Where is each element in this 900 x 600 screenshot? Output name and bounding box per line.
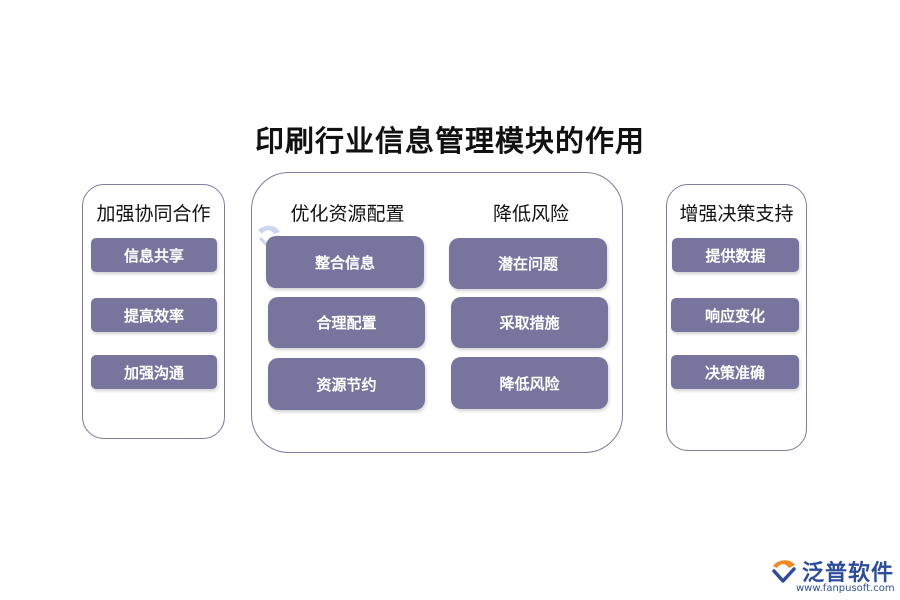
diagram-title: 印刷行业信息管理模块的作用: [254, 124, 645, 158]
item-info-sharing: 信息共享: [91, 238, 217, 272]
item-strengthen-communication: 加强沟通: [91, 355, 217, 389]
item-potential-issues: 潜在问题: [449, 238, 607, 289]
item-resource-saving: 资源节约: [268, 358, 425, 410]
item-rational-allocation: 合理配置: [268, 297, 425, 348]
heading-resource-optimization: 优化资源配置: [290, 203, 405, 225]
item-accurate-decision: 决策准确: [671, 355, 799, 389]
item-improve-efficiency: 提高效率: [91, 298, 217, 332]
item-take-measures: 采取措施: [451, 297, 608, 348]
brand-name: 泛普软件: [802, 561, 895, 586]
fanpu-logo-icon: [772, 560, 796, 583]
heading-collaboration: 加强协同合作: [96, 203, 211, 225]
brand-url: www.fanpusoft.com: [796, 583, 895, 594]
item-lower-risk: 降低风险: [451, 357, 608, 409]
item-provide-data: 提供数据: [672, 238, 799, 272]
brand-logo: 泛普软件: [770, 555, 894, 587]
heading-decision-support: 增强决策支持: [679, 203, 794, 225]
heading-reduce-risk: 降低风险: [492, 203, 569, 225]
item-respond-to-change: 响应变化: [671, 298, 799, 332]
item-integrate-info: 整合信息: [266, 236, 424, 288]
